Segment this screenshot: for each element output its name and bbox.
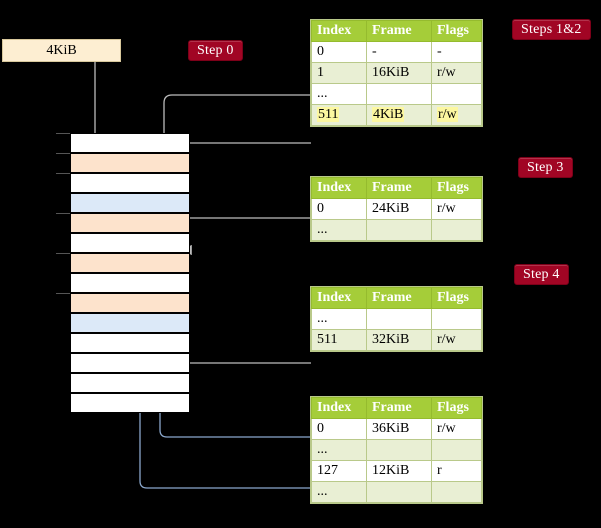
table-row: ...	[311, 308, 482, 330]
table-cell	[366, 308, 432, 330]
memory-tick	[56, 253, 70, 254]
table-cell: 511	[311, 104, 367, 126]
table-cell: 0	[311, 198, 367, 220]
column-header-flags: Flags	[431, 287, 482, 309]
highlighted-value: 4KiB	[372, 107, 405, 122]
table-cell: 0	[311, 418, 367, 440]
memory-frame-row	[70, 313, 190, 333]
table-cell: r	[431, 460, 482, 482]
memory-frame-row	[70, 193, 190, 213]
virtual-page-box: 4KiB	[2, 39, 121, 62]
column-header-index: Index	[311, 177, 367, 199]
table-cell: ...	[311, 439, 367, 461]
table-cell: 24KiB	[366, 198, 432, 220]
table-cell: 36KiB	[366, 418, 432, 440]
memory-tick	[56, 213, 70, 214]
memory-frame-row	[70, 393, 190, 413]
memory-tick	[56, 293, 70, 294]
highlighted-value: r/w	[437, 107, 458, 122]
badge-step-3: Step 3	[518, 157, 573, 178]
memory-frame-row	[70, 253, 190, 273]
table-cell	[431, 481, 482, 503]
table-row: ...	[311, 439, 482, 461]
memory-frame-row	[70, 373, 190, 393]
memory-rows	[70, 133, 190, 414]
table-cell: r/w	[431, 62, 482, 84]
badge-steps-1-2: Steps 1&2	[512, 19, 591, 40]
table-cell: 32KiB	[366, 329, 432, 351]
memory-frame-row	[70, 353, 190, 373]
table-cell: ...	[311, 219, 367, 241]
table-cell	[366, 439, 432, 461]
column-header-index: Index	[311, 287, 367, 309]
memory-frame-row	[70, 233, 190, 253]
table-cell: r/w	[431, 418, 482, 440]
table-row: ...	[311, 481, 482, 503]
column-header-frame: Frame	[366, 20, 432, 42]
table-cell: r/w	[431, 198, 482, 220]
table-cell: ...	[311, 481, 367, 503]
table-cell	[431, 439, 482, 461]
memory-frame-row	[70, 133, 190, 153]
column-header-flags: Flags	[431, 177, 482, 199]
memory-frame-row	[70, 173, 190, 193]
virtual-page-label: 4KiB	[46, 43, 77, 58]
table-cell	[366, 83, 432, 105]
table-cell: 1	[311, 62, 367, 84]
table-row: 0--	[311, 41, 482, 63]
table-cell: 511	[311, 329, 367, 351]
table-cell: -	[431, 41, 482, 63]
table-cell	[431, 308, 482, 330]
memory-tick	[56, 133, 70, 134]
column-header-index: Index	[311, 397, 367, 419]
table-row: ...	[311, 219, 482, 241]
table-cell: -	[366, 41, 432, 63]
table-cell	[366, 481, 432, 503]
memory-tick	[56, 153, 70, 154]
table-cell: 16KiB	[366, 62, 432, 84]
table-cell: 4KiB	[366, 104, 432, 126]
column-header-frame: Frame	[366, 287, 432, 309]
table-cell: r/w	[431, 329, 482, 351]
memory-frame-row	[70, 213, 190, 233]
table-cell: 0	[311, 41, 367, 63]
table-row: ...	[311, 83, 482, 105]
table-cell	[431, 83, 482, 105]
memory-frame-row	[70, 333, 190, 353]
table-cell: 127	[311, 460, 367, 482]
column-header-index: Index	[311, 20, 367, 42]
column-header-frame: Frame	[366, 397, 432, 419]
column-header-flags: Flags	[431, 397, 482, 419]
memory-frame-row	[70, 293, 190, 313]
table-cell: ...	[311, 83, 367, 105]
badge-step-0: Step 0	[188, 40, 243, 61]
table-cell: r/w	[431, 104, 482, 126]
table-cell: 12KiB	[366, 460, 432, 482]
memory-frame-row	[70, 273, 190, 293]
table-cell: ...	[311, 308, 367, 330]
memory-tick	[56, 173, 70, 174]
column-header-flags: Flags	[431, 20, 482, 42]
column-header-frame: Frame	[366, 177, 432, 199]
table-cell	[366, 219, 432, 241]
badge-step-4: Step 4	[514, 264, 569, 285]
table-row: 511 4KiB r/w	[311, 104, 482, 126]
memory-frame-row	[70, 153, 190, 173]
highlighted-value: 511	[317, 107, 340, 122]
table-cell	[431, 219, 482, 241]
